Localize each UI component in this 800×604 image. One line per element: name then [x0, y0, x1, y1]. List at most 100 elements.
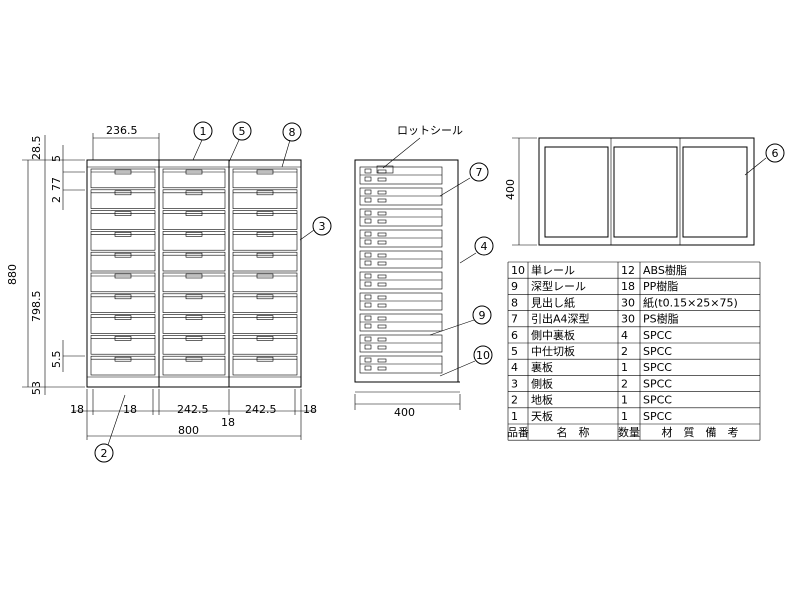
callout-3: [312, 216, 332, 236]
label-holder: [256, 211, 274, 216]
rail-mark: [377, 303, 387, 308]
front-drawer: [162, 168, 226, 189]
parts-header-cell: 品番: [507, 426, 529, 439]
drawer-handle: [364, 294, 372, 300]
side-drawer: [359, 271, 443, 290]
callout-9: [472, 305, 492, 325]
rail-mark: [377, 295, 387, 300]
rail-mark: [377, 177, 387, 182]
dim-800: 800: [178, 424, 199, 437]
label-holder: [114, 273, 132, 279]
front-drawer: [232, 314, 298, 334]
dim-236-5: 236.5: [106, 124, 138, 137]
rail-mark: [377, 198, 387, 203]
side-drawer-stack: [359, 165, 443, 374]
parts-cell: 天板: [531, 409, 553, 423]
front-drawer: [162, 293, 226, 313]
parts-cell: 地板: [531, 393, 553, 407]
front-dimensions: 236.5 880 28.5 798.5 53 5 77 2 5.5 18 18…: [6, 124, 317, 440]
label-holder: [114, 169, 132, 175]
parts-header-cell: 数量: [618, 426, 640, 439]
callout-8: [282, 122, 302, 142]
top-bay-left: [544, 146, 609, 238]
label-holder: [185, 336, 203, 341]
parts-cell: 2: [621, 345, 628, 358]
dim-side-400: 400: [394, 406, 415, 419]
parts-cell: SPCC: [643, 377, 672, 390]
front-drawer: [90, 335, 156, 355]
parts-cell: SPCC: [643, 329, 672, 342]
front-drawer: [162, 251, 226, 272]
callout-2: [94, 443, 114, 463]
parts-cell: 12: [621, 264, 635, 277]
drawer-handle: [364, 336, 372, 342]
rail-mark: [377, 219, 387, 224]
label-holder: [185, 315, 203, 320]
side-drawer: [359, 355, 443, 374]
dim-18-right: 18: [303, 403, 317, 416]
dim-5-5: 5.5: [50, 351, 63, 369]
parts-cell: 3: [511, 377, 518, 390]
label-holder: [256, 356, 274, 362]
side-view: ロットシール 400 7 4 9 10: [354, 124, 494, 419]
svg-text:9: 9: [479, 309, 486, 322]
drawer-handle: [364, 176, 372, 182]
dim-18-mid: 18: [221, 416, 235, 429]
parts-cell: 裏板: [531, 360, 553, 374]
side-drawer: [359, 166, 443, 185]
svg-text:5: 5: [239, 125, 246, 138]
drawer-handle: [364, 273, 372, 279]
front-drawer: [162, 335, 226, 355]
parts-cell: 30: [621, 313, 635, 326]
side-drawer: [359, 229, 443, 248]
parts-cell: 2: [621, 377, 628, 390]
rail-mark: [377, 240, 387, 245]
side-drawer: [359, 250, 443, 269]
label-holder: [185, 252, 203, 258]
label-holder: [256, 273, 274, 279]
dim-18-inner: 18: [123, 403, 137, 416]
rail-mark: [377, 282, 387, 287]
dim-242-5-left: 242.5: [177, 403, 209, 416]
parts-cell: 1: [511, 410, 518, 423]
label-holder: [256, 169, 274, 175]
parts-cell: ABS樹脂: [643, 263, 687, 277]
side-drawer: [359, 334, 443, 353]
label-holder: [185, 356, 203, 362]
front-drawer: [232, 355, 298, 376]
parts-header-cell: 材 質 備 考: [662, 425, 739, 439]
dim-28-5: 28.5: [30, 136, 43, 161]
front-drawer: [90, 168, 156, 189]
callout-10: [473, 345, 493, 365]
parts-cell: 1: [621, 410, 628, 423]
dim-880: 880: [6, 264, 19, 285]
front-drawer: [162, 210, 226, 230]
drawer-handle: [364, 344, 372, 350]
front-drawer: [90, 293, 156, 313]
drawer-handle: [364, 281, 372, 287]
label-holder: [114, 252, 132, 258]
parts-cell: 1: [621, 361, 628, 374]
rail-mark: [377, 345, 387, 350]
label-holder: [185, 169, 203, 175]
parts-cell: 8: [511, 296, 518, 309]
drawer-handle: [364, 357, 372, 363]
label-holder: [185, 190, 203, 196]
parts-header-cell: 名 称: [557, 425, 590, 439]
label-holder: [114, 190, 132, 196]
front-drawer: [232, 272, 298, 293]
front-drawer: [162, 272, 226, 293]
svg-text:10: 10: [476, 349, 490, 362]
parts-cell: 1: [621, 394, 628, 407]
label-holder: [256, 315, 274, 320]
drawer-handle: [364, 315, 372, 321]
parts-cell: 6: [511, 329, 518, 342]
drawer-handle: [364, 231, 372, 237]
parts-cell: 中仕切板: [531, 344, 575, 358]
drawer-handle: [364, 197, 372, 203]
dim-18-left: 18: [70, 403, 84, 416]
callout-1: [193, 121, 213, 141]
rail-mark: [377, 211, 387, 216]
front-drawer: [162, 314, 226, 334]
